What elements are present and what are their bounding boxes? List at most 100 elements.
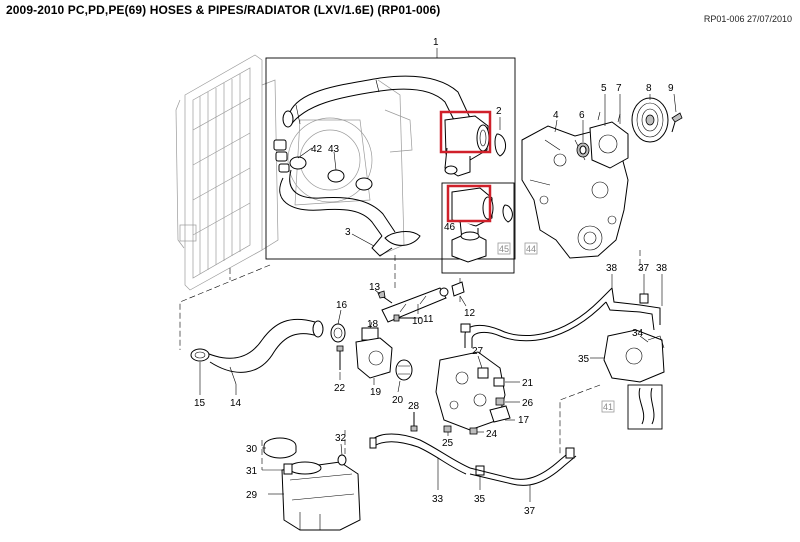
cap-30 [263, 437, 297, 459]
hose-32 [369, 433, 471, 475]
callout-3[interactable]: 3 [345, 227, 351, 238]
pipe-10 [381, 287, 449, 323]
callout-14[interactable]: 14 [230, 398, 242, 409]
leader-27 [477, 355, 483, 369]
callout-15[interactable]: 15 [194, 398, 206, 409]
leader-40 [639, 335, 649, 343]
callout-19[interactable]: 19 [370, 387, 382, 398]
pipe-35 [469, 447, 577, 486]
leader-9 [673, 93, 677, 113]
group-box-41 [627, 384, 663, 430]
callout-35[interactable]: 37 [524, 506, 536, 517]
diagram-title: 2009-2010 PC,PD,PE(69) HOSES & PIPES/RAD… [6, 3, 441, 17]
callout-38a[interactable]: 38 [606, 263, 618, 274]
callout-31[interactable]: 31 [246, 466, 258, 477]
callout-34[interactable]: 35 [474, 494, 486, 505]
callout-box-44 [524, 242, 538, 255]
routing-line-right-2 [559, 384, 601, 455]
callout-37[interactable]: 35 [578, 354, 590, 365]
upper-radiator-hose [282, 75, 471, 128]
clamp-33 [337, 454, 347, 466]
bolt-22 [336, 345, 344, 370]
callout-28[interactable]: 28 [408, 401, 420, 412]
callout-22[interactable]: 22 [334, 383, 346, 394]
hose-41 [638, 387, 655, 425]
leader-43 [333, 151, 337, 171]
reservoir-29 [281, 461, 361, 531]
callout-38b[interactable]: 38 [656, 263, 668, 274]
callout-21[interactable]: 21 [522, 378, 534, 389]
callout-box-41 [601, 400, 615, 413]
callout-40[interactable]: 34 [632, 328, 644, 339]
leader-20 [397, 380, 401, 393]
housing-37 [603, 329, 665, 383]
leader-13 [374, 289, 381, 295]
bolt-28 [410, 412, 418, 432]
routing-line-left [179, 264, 271, 350]
bolt-11 [393, 314, 416, 322]
gasket-6 [576, 142, 590, 158]
pipe-38 [605, 287, 661, 331]
callout-11[interactable]: 11 [423, 314, 434, 325]
clip-27 [477, 367, 489, 379]
clamp-16 [330, 323, 346, 343]
bolt-9 [671, 112, 683, 133]
callout-46[interactable]: 46 [444, 222, 456, 233]
callout-17[interactable]: 17 [518, 415, 530, 426]
callout-4[interactable]: 4 [553, 110, 559, 121]
leader-3 [351, 233, 375, 247]
callout-27[interactable]: 27 [472, 346, 484, 357]
callout-9[interactable]: 9 [668, 83, 674, 94]
callout-32[interactable]: 33 [432, 494, 444, 505]
bolt-13 [377, 290, 393, 304]
thermostat-20 [395, 359, 413, 381]
callout-29[interactable]: 29 [246, 490, 258, 501]
clip-12 [451, 281, 465, 297]
callout-41[interactable]: 41 [603, 402, 613, 412]
hose-14 [199, 318, 324, 385]
group-box-45 [441, 182, 515, 274]
callout-30[interactable]: 30 [246, 444, 258, 455]
leader-12 [459, 295, 467, 307]
leader-4 [554, 119, 558, 133]
callout-45[interactable]: 45 [499, 244, 509, 254]
radiator-illustration [175, 54, 413, 291]
callout-33[interactable]: 32 [335, 433, 347, 444]
callout-44[interactable]: 44 [526, 244, 536, 254]
callout-1[interactable]: 1 [433, 37, 439, 48]
leader-33 [340, 443, 343, 456]
leader-42 [297, 147, 313, 159]
callout-39[interactable]: 37 [638, 263, 650, 274]
callout-5[interactable]: 5 [601, 83, 607, 94]
bolt-26 [495, 397, 505, 406]
callout-20[interactable]: 20 [392, 395, 404, 406]
callout-18[interactable]: 18 [367, 319, 379, 330]
clamp-15 [190, 348, 210, 362]
diagram-reference: RP01-006 27/07/2010 [703, 14, 792, 24]
callout-26[interactable]: 26 [522, 398, 534, 409]
thermostat-housing-lower [451, 187, 513, 263]
highlight-box-upper [439, 110, 492, 154]
callout-12[interactable]: 12 [464, 308, 476, 319]
water-pump [589, 111, 629, 169]
callout-24[interactable]: 24 [486, 429, 498, 440]
lower-radiator-hose [279, 169, 421, 257]
callout-16[interactable]: 16 [336, 300, 348, 311]
leader-18 [369, 321, 373, 329]
callout-42[interactable]: 42 [311, 144, 323, 155]
callout-2[interactable]: 2 [496, 106, 502, 117]
highlight-box-lower [446, 184, 492, 223]
clip-39 [639, 293, 649, 304]
callout-7[interactable]: 7 [616, 83, 622, 94]
sensor-21 [493, 377, 505, 387]
bolt-24 [469, 427, 478, 435]
callout-25[interactable]: 25 [442, 438, 454, 449]
outlet-19 [355, 337, 393, 379]
callout-13[interactable]: 13 [369, 282, 381, 293]
callout-8[interactable]: 8 [646, 83, 652, 94]
callout-6[interactable]: 6 [579, 110, 585, 121]
bolt-25 [443, 425, 452, 433]
callout-43[interactable]: 43 [328, 144, 340, 155]
callout-10[interactable]: 10 [412, 316, 424, 327]
